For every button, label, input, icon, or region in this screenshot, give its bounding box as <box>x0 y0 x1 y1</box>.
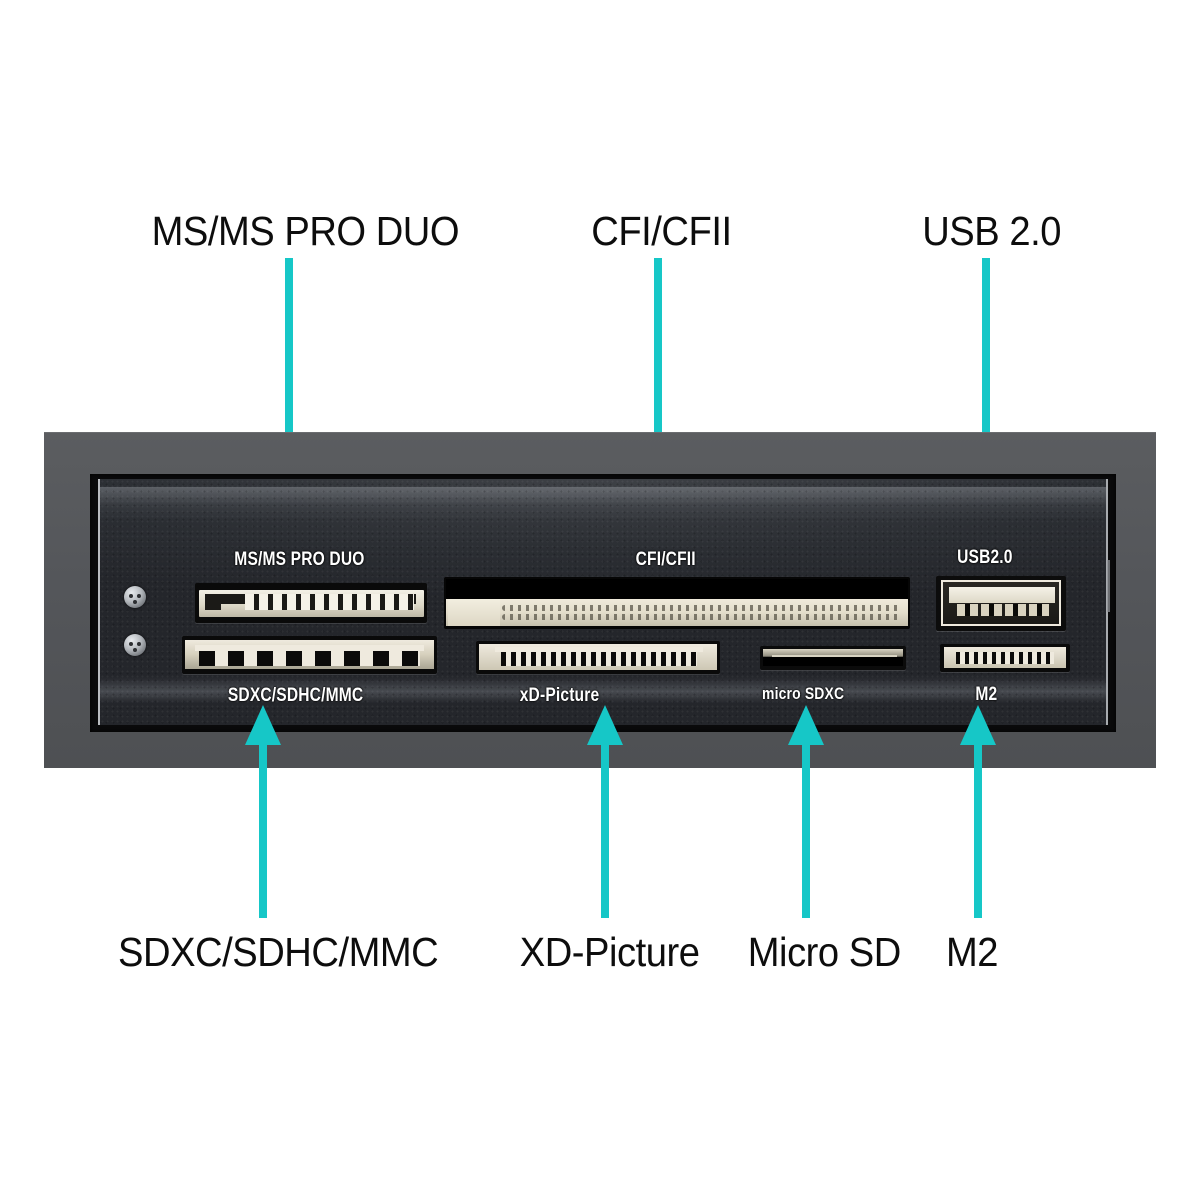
callout-arrow-sdxc-sdhc-mmc <box>244 703 282 918</box>
callout-label-cfi-cfii: CFI/CFII <box>591 208 732 254</box>
callout-label-usb-20: USB 2.0 <box>922 208 1061 254</box>
callout-arrow-m2 <box>959 703 997 918</box>
slot-sdxc-bar <box>195 645 424 651</box>
slot-m2[interactable] <box>940 644 1070 672</box>
callout-label-micro-sd: Micro SD <box>747 929 902 975</box>
slot-cf-key <box>448 599 500 626</box>
slot-ms-pro-duo-pins <box>245 594 414 610</box>
slot-ms-pro-duo[interactable] <box>195 583 427 623</box>
port-usb-shell <box>941 580 1061 626</box>
port-usb-20[interactable] <box>936 576 1066 631</box>
callout-label-m2: M2 <box>945 929 999 975</box>
callout-label-sdxc-sdhc-mmc: SDXC/SDHC/MMC <box>118 929 439 975</box>
slot-sdxc-pins <box>199 648 420 666</box>
screw-top <box>124 586 146 608</box>
callout-arrow-xd-picture <box>586 703 624 918</box>
device-bezel: MS/MS PRO DUO CFI/CFII USB2.0 SDXC/SDHC/… <box>90 474 1116 732</box>
slot-m2-inner <box>944 647 1066 668</box>
slot-xd-pins <box>501 649 697 666</box>
slot-xd-picture[interactable] <box>476 641 720 674</box>
callout-label-xd-picture: XD-Picture <box>519 929 700 975</box>
silkscreen-label-ms-pro-duo: MS/MS PRO DUO <box>234 549 365 570</box>
silkscreen-label-xd-picture: xD-Picture <box>519 685 600 706</box>
slot-sdxc-sdhc-mmc[interactable] <box>182 636 437 674</box>
slot-cf-mouth <box>446 579 908 601</box>
slot-ms-pro-duo-inner <box>199 590 424 617</box>
callout-arrow-micro-sd <box>787 703 825 918</box>
slot-m2-pins <box>956 652 1054 664</box>
silkscreen-label-micro-sdxc: micro SDXC <box>762 684 845 703</box>
silkscreen-label-cfi-cfii: CFI/CFII <box>635 549 696 570</box>
slot-micro-sdxc[interactable] <box>760 646 906 670</box>
silkscreen-label-usb-20: USB2.0 <box>957 547 1013 568</box>
device-right-seam <box>1107 560 1110 612</box>
slot-ms-pro-duo-notch <box>205 594 221 610</box>
silkscreen-label-m2: M2 <box>975 684 998 705</box>
slot-xd-lip <box>495 647 703 652</box>
callout-label-ms-pro-duo: MS/MS PRO DUO <box>151 208 460 254</box>
slot-cfi-cfii[interactable] <box>444 577 910 629</box>
slot-cf-connector <box>446 599 908 626</box>
slot-xd-inner <box>479 644 717 670</box>
silkscreen-label-sdxc-sdhc-mmc: SDXC/SDHC/MMC <box>227 685 364 706</box>
slot-micro-sdxc-mouth <box>772 655 897 662</box>
port-usb-tongue <box>949 587 1055 603</box>
device-faceplate: MS/MS PRO DUO CFI/CFII USB2.0 SDXC/SDHC/… <box>98 479 1108 725</box>
port-usb-contacts <box>957 604 1049 616</box>
slot-sdxc-inner <box>185 640 434 669</box>
slot-micro-sdxc-inner <box>763 649 903 666</box>
slot-cf-pin-row-1 <box>502 605 900 611</box>
slot-cf-pin-row-2 <box>502 614 900 620</box>
screw-bottom <box>124 634 146 656</box>
faceplate-top-sheen <box>100 487 1106 521</box>
